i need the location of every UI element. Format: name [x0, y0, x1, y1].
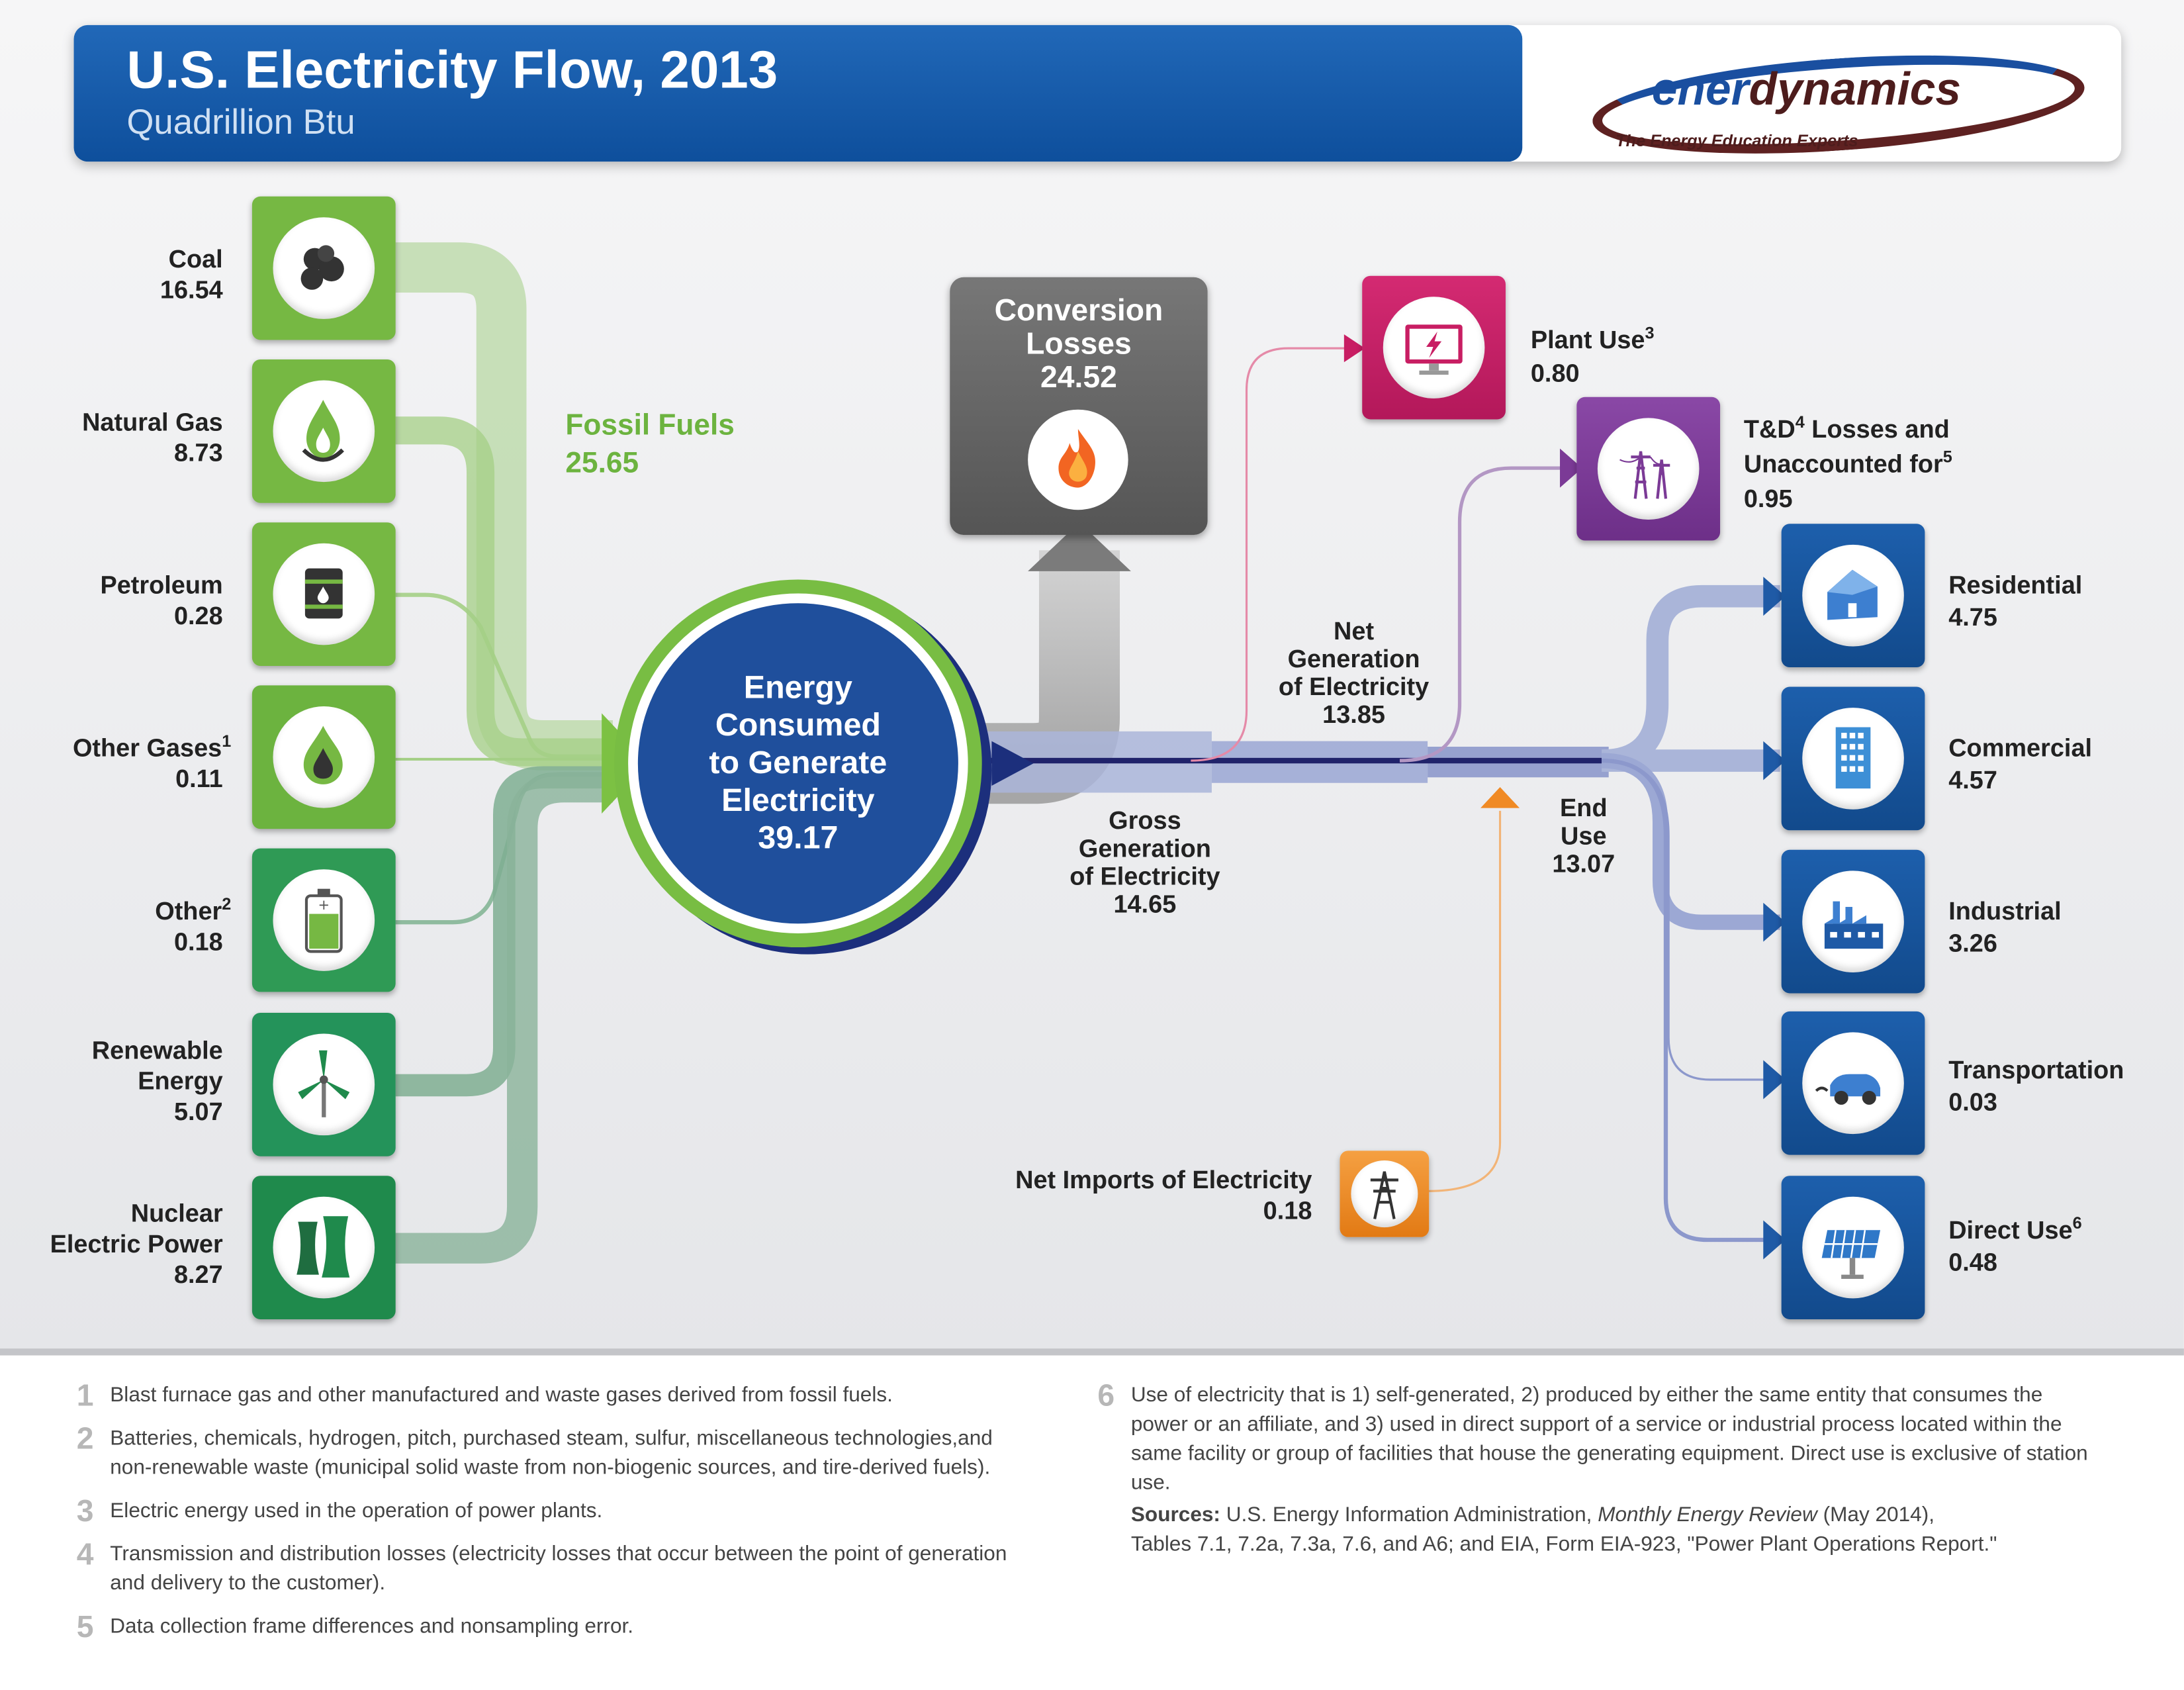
other-tile: + — [251, 848, 396, 992]
transportation-tile — [1781, 1011, 1925, 1155]
monitor-icon — [1405, 324, 1463, 375]
td-losses-tile — [1576, 397, 1721, 541]
coal-icon — [300, 245, 344, 290]
header-banner: U.S. Electricity Flow, 2013 Quadrillion … — [73, 24, 2122, 168]
flow-direct-use — [1602, 758, 1780, 1243]
cooling-tower-icon — [296, 1216, 350, 1278]
battery-icon: + — [304, 888, 343, 953]
flow-petroleum — [395, 592, 613, 759]
other-gases-tile — [251, 685, 396, 829]
office-building-icon — [1835, 727, 1871, 789]
industrial-arrow — [1763, 902, 1786, 942]
oil-barrel-icon — [304, 568, 343, 619]
flow-coal — [395, 242, 613, 771]
sources-note: Sources: U.S. Energy Information Adminis… — [1130, 1503, 1997, 1556]
nuclear-tile — [251, 1176, 396, 1319]
flow-diagram — [395, 242, 1786, 1264]
footnotes-panel — [0, 1355, 2184, 1690]
imports-arrow — [1480, 787, 1520, 808]
flow-renewable — [395, 766, 613, 1097]
imports-tile — [1340, 1150, 1430, 1237]
td-arrow — [1560, 448, 1582, 488]
electric-car-icon — [1815, 1074, 1881, 1105]
logo-tagline: The Energy Education Experts — [1615, 130, 1858, 151]
residential-arrow — [1763, 577, 1786, 616]
solar-panel-icon — [1821, 1230, 1881, 1279]
svg-text:+: + — [318, 896, 330, 913]
commercial-tile — [1781, 686, 1925, 831]
transmission-tower-icon — [1619, 451, 1670, 499]
fire-icon — [1058, 429, 1095, 488]
house-icon — [1827, 569, 1878, 620]
flow-natural-gas — [395, 416, 613, 767]
flow-imports — [1428, 810, 1502, 1192]
direct-use-tile — [1781, 1176, 1925, 1319]
commercial-arrow — [1763, 741, 1786, 780]
flow-plant-use — [1191, 347, 1358, 762]
flow-td-losses — [1400, 466, 1571, 763]
divider-band — [0, 1348, 2184, 1356]
plant-use-tile — [1362, 275, 1506, 420]
direct-use-arrow — [1763, 1220, 1786, 1260]
flow-residential — [1601, 585, 1780, 772]
gas-drop-icon — [303, 726, 343, 784]
logo-wordmark: enerdynamics — [1651, 62, 1962, 115]
petroleum-tile — [251, 522, 396, 666]
factory-icon — [1824, 901, 1884, 949]
flow-nuclear — [395, 771, 613, 1264]
conversion-arrow — [1028, 522, 1131, 571]
page-title: U.S. Electricity Flow, 2013 — [126, 42, 778, 101]
hub-disc — [637, 603, 958, 924]
plant-use-arrow — [1343, 334, 1365, 363]
flame-drop-icon — [302, 399, 344, 462]
wind-turbine-icon — [298, 1050, 350, 1117]
renewable-tile — [251, 1012, 396, 1156]
residential-tile — [1781, 524, 1925, 668]
hub-exit-arrow — [991, 741, 1034, 786]
header-blue-panel: U.S. Electricity Flow, 2013 Quadrillion … — [73, 24, 1523, 162]
energydynamics-logo: enerdynamics The Energy Education Expert… — [1585, 41, 2088, 168]
pylon-icon — [1370, 1171, 1398, 1219]
natural-gas-tile — [251, 359, 396, 503]
coal-tile — [251, 196, 396, 340]
transportation-arrow — [1763, 1060, 1786, 1100]
page-subtitle: Quadrillion Btu — [126, 103, 355, 142]
industrial-tile — [1781, 849, 1925, 994]
